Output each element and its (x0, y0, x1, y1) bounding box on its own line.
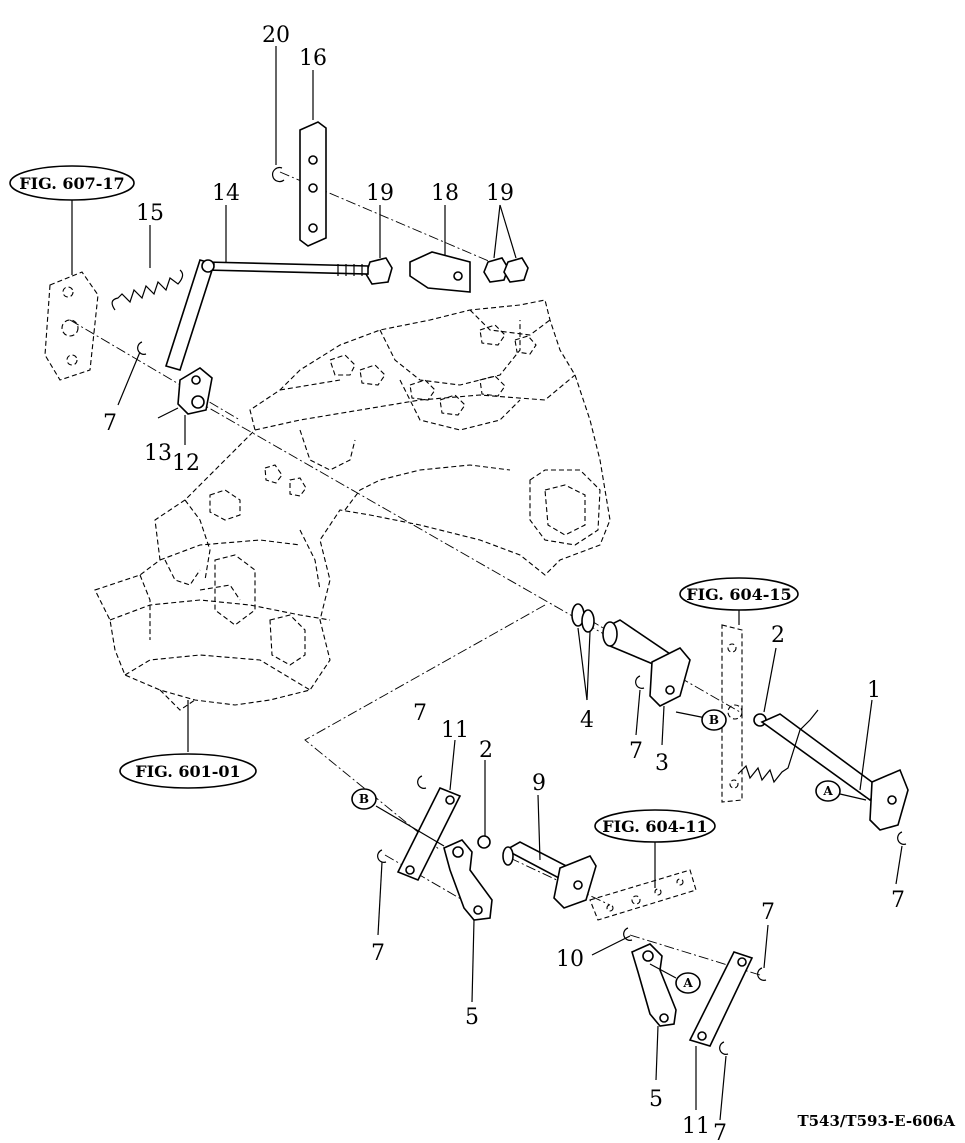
callout-11-right: 11 (682, 1114, 710, 1139)
part-2-washer-lower (477, 835, 491, 849)
ref-label-fig-601-01: FIG. 601-01 (119, 753, 257, 789)
spring-right (737, 709, 819, 784)
figure-604-15-link (721, 624, 743, 803)
part-20-snap-ring (272, 166, 285, 183)
callout-12: 12 (172, 451, 200, 476)
ref-label-fig-604-15: FIG. 604-15 (679, 577, 799, 611)
part-7-snap-ring-mid (635, 675, 645, 689)
part-19-nut (365, 257, 393, 285)
part-11-link-left (396, 786, 462, 882)
callout-2-mid: 2 (771, 623, 785, 648)
part-7-snap-ring-right (897, 831, 907, 845)
part-15-spring (111, 269, 184, 311)
callout-7-lower-a: 7 (413, 701, 427, 726)
connector-a-upper: A (815, 780, 841, 802)
callout-18: 18 (431, 181, 459, 206)
part-10-snap-ring (623, 927, 633, 941)
part-7-snap-ring-left-b (377, 849, 387, 863)
ref-label-fig-607-17: FIG. 607-17 (9, 165, 135, 201)
part-7-snap-ring-low-right-a (757, 967, 767, 981)
part-5-lever-left (443, 839, 493, 921)
callout-20: 20 (262, 23, 290, 48)
callout-11-left: 11 (441, 718, 469, 743)
ref-label-fig-604-15-text: FIG. 604-15 (686, 585, 791, 604)
callout-7-mid: 7 (629, 739, 643, 764)
connector-b-left-text: B (359, 792, 369, 806)
part-13-pin (157, 407, 179, 419)
connector-a-upper-text: A (822, 784, 833, 798)
callout-1: 1 (867, 678, 881, 703)
callout-5-left: 5 (465, 1005, 479, 1030)
callout-19-right: 19 (486, 181, 514, 206)
callout-10: 10 (556, 947, 584, 972)
figure-code: T543/T593-E-606A (797, 1112, 955, 1130)
connector-b-right-text: B (709, 713, 719, 727)
part-7-snap-ring-low-right-b (719, 1041, 729, 1055)
ref-label-fig-604-11: FIG. 604-11 (594, 809, 716, 843)
part-7-snap-ring-left-a (417, 775, 427, 789)
callout-3: 3 (655, 751, 669, 776)
callout-13: 13 (144, 441, 172, 466)
transmission-housing (94, 299, 611, 711)
part-12-clevis (177, 367, 213, 415)
connector-b-right: B (701, 709, 727, 731)
callout-16: 16 (299, 46, 327, 71)
ref-label-fig-601-01-text: FIG. 601-01 (135, 762, 240, 781)
ref-label-fig-604-11-text: FIG. 604-11 (602, 817, 707, 836)
connector-arrows (375, 711, 867, 979)
callout-numbers: 20 16 19 18 19 15 14 7 13 12 4 7 3 2 1 7… (103, 23, 905, 1143)
callout-2-lower: 2 (479, 738, 493, 763)
part-19-nut-pair (483, 257, 529, 283)
gasket-plate-left (44, 271, 99, 381)
part-5-lever-right (631, 943, 677, 1027)
callout-7-right: 7 (891, 888, 905, 913)
part-11-link-right (688, 951, 754, 1047)
callout-9: 9 (532, 771, 546, 796)
callout-7-top: 7 (103, 411, 117, 436)
callout-7-bottom: 7 (713, 1121, 727, 1143)
ref-label-fig-607-17-text: FIG. 607-17 (19, 174, 124, 193)
callout-15: 15 (136, 201, 164, 226)
callout-4: 4 (580, 708, 594, 733)
part-3-shaft-arm (602, 619, 691, 707)
part-18-bracket (409, 251, 471, 293)
callout-19-left: 19 (366, 181, 394, 206)
callout-7-lower-right: 7 (761, 900, 775, 925)
part-7-snap-ring-top (137, 341, 147, 355)
part-9-shaft-arm (502, 841, 597, 909)
callout-5-right: 5 (649, 1087, 663, 1112)
connector-a-lower: A (675, 972, 701, 994)
part-4-o-rings (571, 603, 595, 633)
part-1-shaft-arm (760, 713, 909, 831)
part-16-link-plate (299, 121, 327, 247)
callout-7-lower-b: 7 (371, 941, 385, 966)
figure-604-11-plate (589, 869, 697, 921)
callout-14: 14 (212, 181, 240, 206)
leader-lines (71, 46, 903, 1121)
part-14-rod (164, 259, 369, 371)
connector-a-lower-text: A (682, 976, 693, 990)
connector-b-left: B (351, 788, 377, 810)
